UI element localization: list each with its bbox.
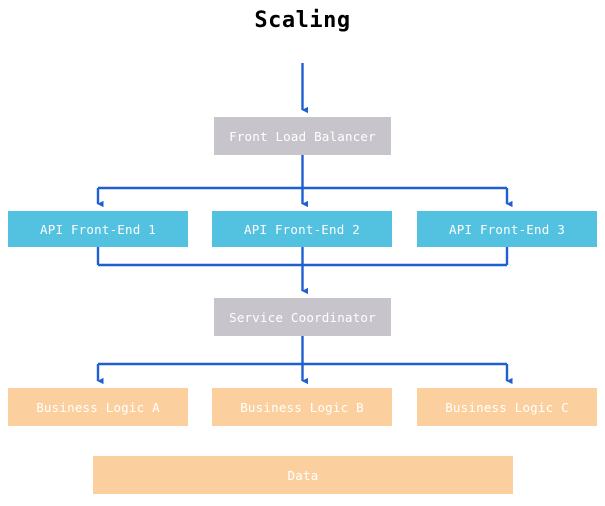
node-data[interactable]: Data	[93, 456, 513, 494]
node-service-coordinator-label: Service Coordinator	[229, 309, 376, 325]
node-api-front-end-3-label: API Front-End 3	[449, 221, 565, 237]
node-business-logic-a[interactable]: Business Logic A	[8, 388, 188, 426]
node-api-front-end-2[interactable]: API Front-End 2	[212, 211, 392, 247]
node-data-label: Data	[287, 467, 319, 483]
node-front-load-balancer-label: Front Load Balancer	[229, 128, 376, 144]
node-api-front-end-2-label: API Front-End 2	[244, 221, 360, 237]
node-service-coordinator[interactable]: Service Coordinator	[214, 298, 391, 336]
node-api-front-end-1-label: API Front-End 1	[40, 221, 156, 237]
node-business-logic-c-label: Business Logic C	[445, 399, 569, 415]
node-business-logic-b[interactable]: Business Logic B	[212, 388, 392, 426]
node-api-front-end-3[interactable]: API Front-End 3	[417, 211, 597, 247]
node-api-front-end-1[interactable]: API Front-End 1	[8, 211, 188, 247]
node-business-logic-b-label: Business Logic B	[240, 399, 364, 415]
node-business-logic-c[interactable]: Business Logic C	[417, 388, 597, 426]
diagram-title: Scaling	[254, 8, 351, 33]
node-front-load-balancer[interactable]: Front Load Balancer	[214, 117, 391, 155]
node-business-logic-a-label: Business Logic A	[36, 399, 160, 415]
